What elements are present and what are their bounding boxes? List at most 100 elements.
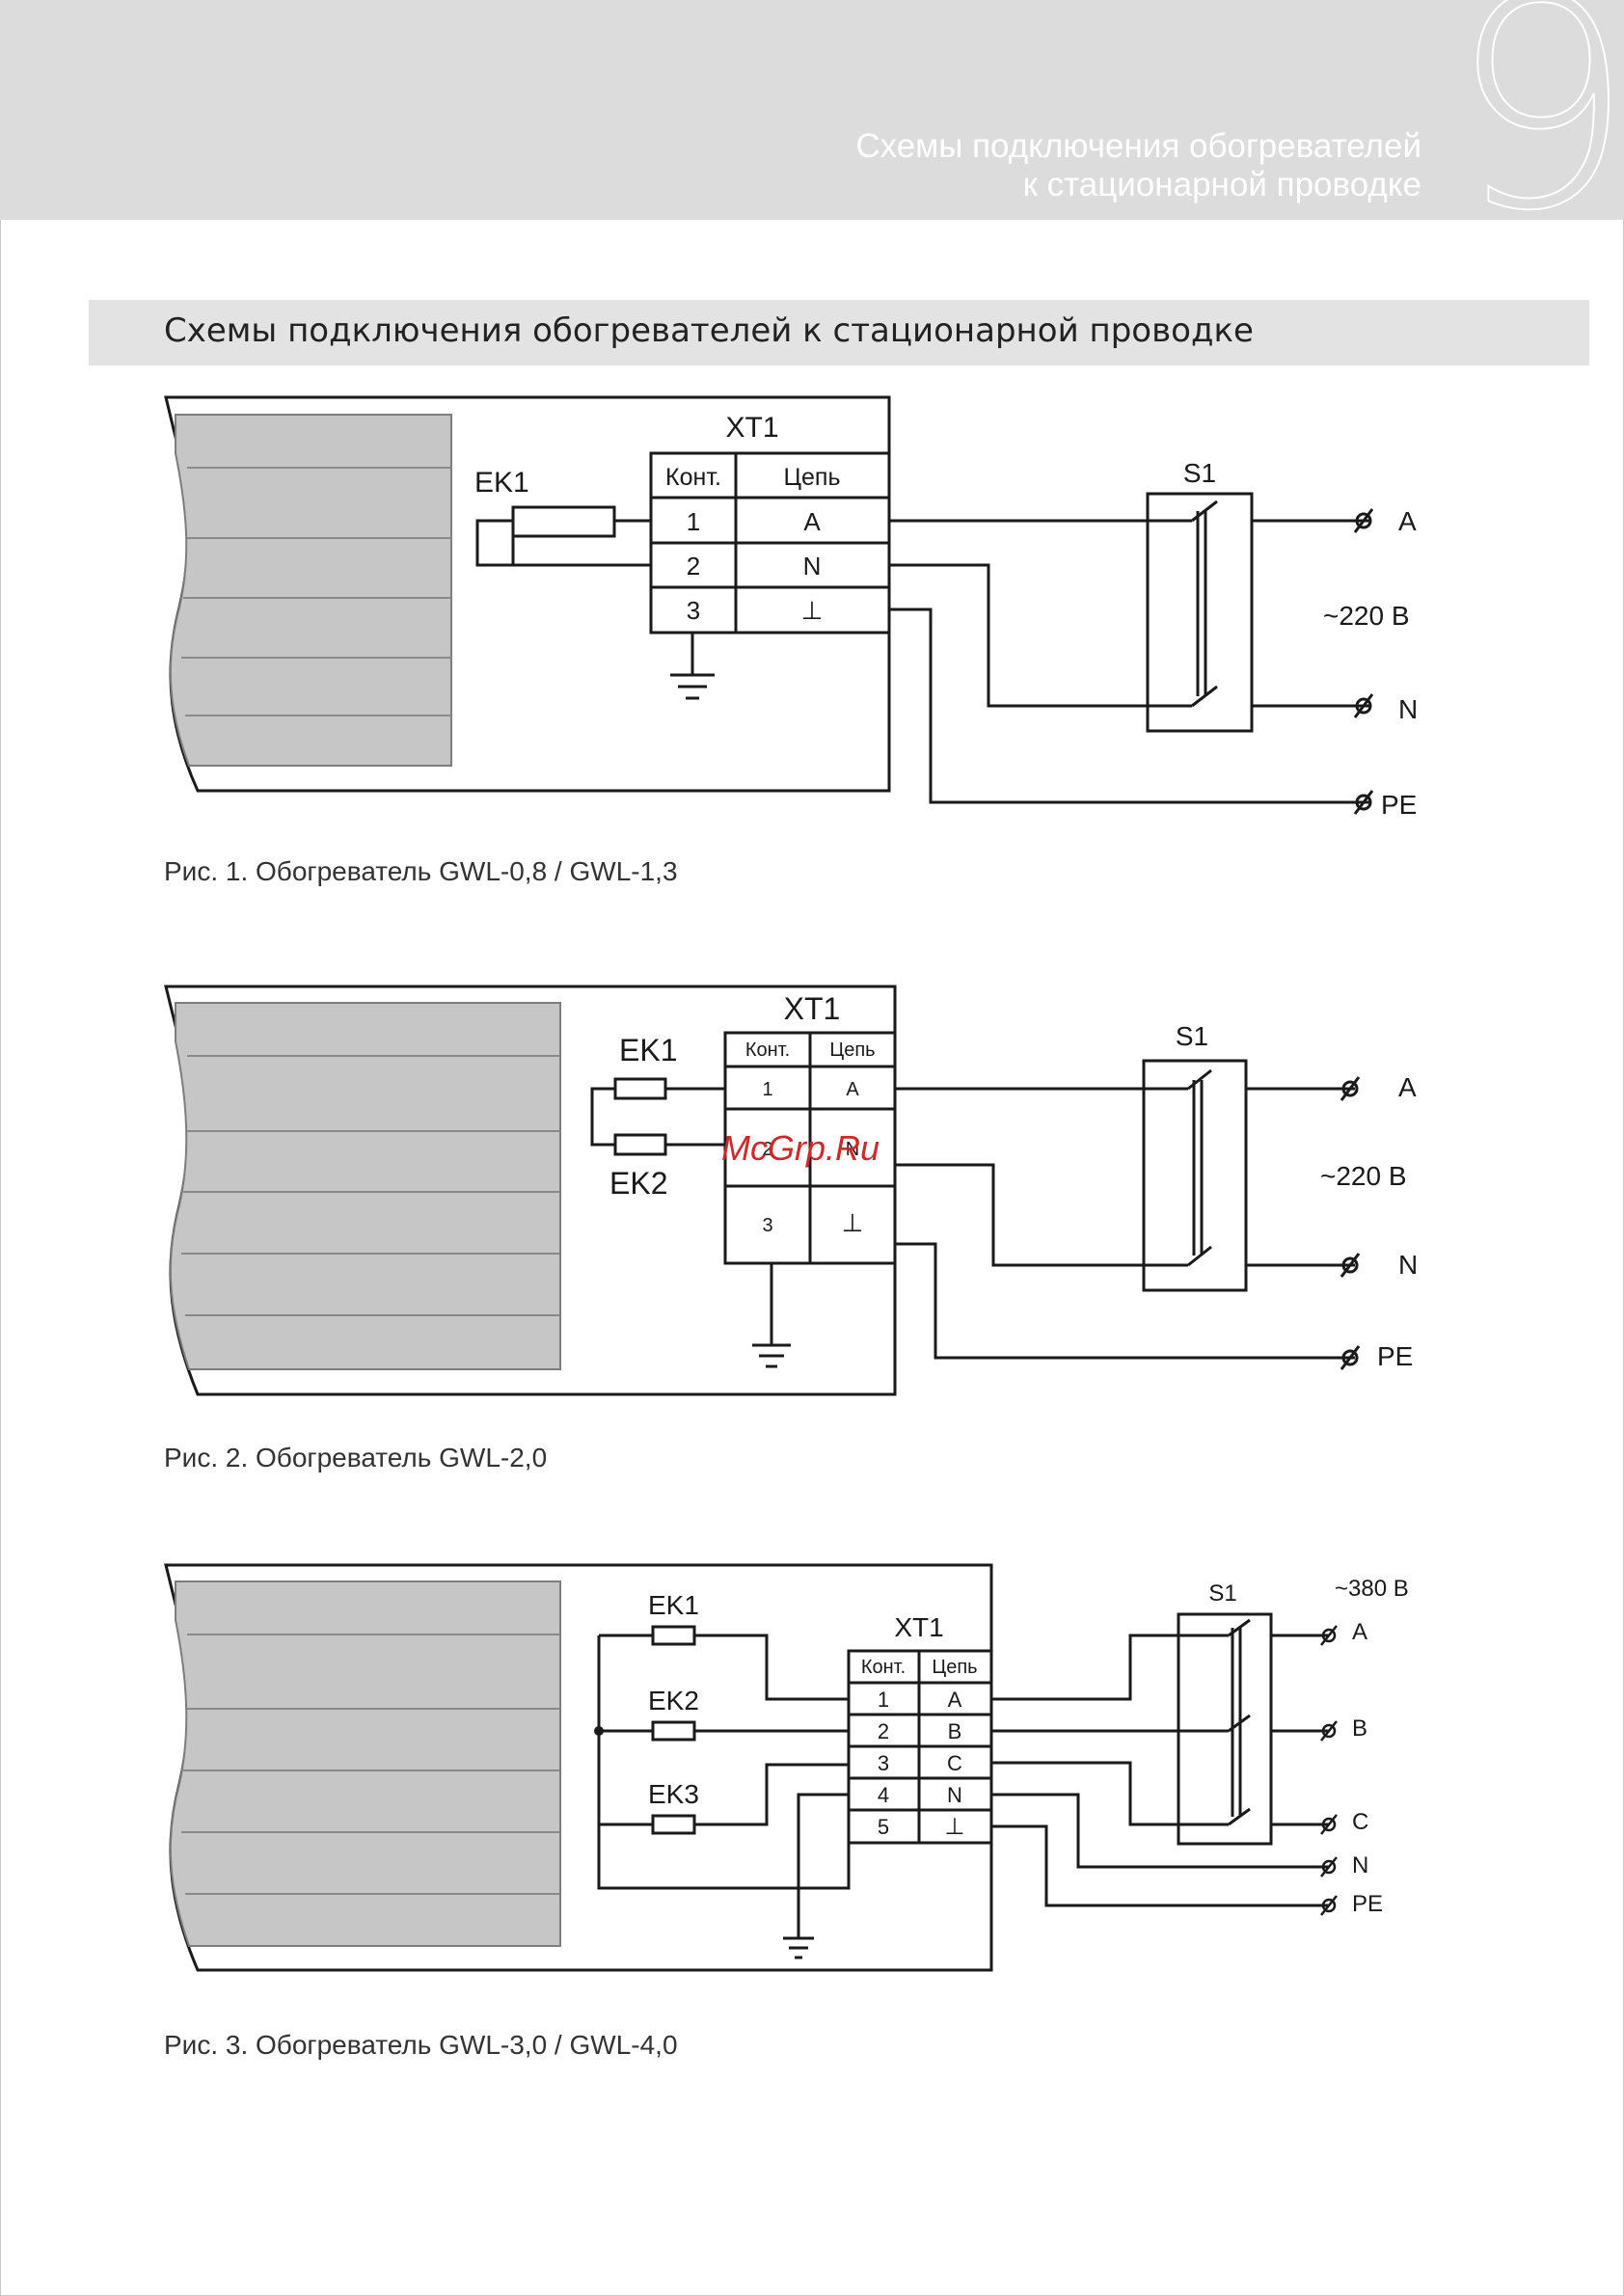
heater-panel — [169, 1002, 561, 1370]
heater-label: EK3 — [648, 1779, 699, 1809]
block-label: XT1 — [725, 412, 778, 444]
table-header: Конт. — [861, 1657, 906, 1678]
table-cell: 1 — [878, 1688, 889, 1712]
terminal-symbol — [1341, 1080, 1359, 1097]
table-cell: 5 — [878, 1815, 889, 1839]
watermark: McGrp.Ru — [721, 1128, 880, 1168]
figure-2-caption: Рис. 2. Обогреватель GWL-2,0 — [164, 1443, 548, 1472]
terminal-symbol — [1355, 794, 1372, 811]
heater-label: EK1 — [474, 467, 529, 499]
section-bar: Схемы подключения обогревателей к стацио… — [89, 300, 1589, 365]
resistor-ek1 — [613, 1077, 667, 1100]
voltage-label: ~380 В — [1335, 1576, 1409, 1602]
wire — [694, 1634, 849, 1701]
resistor-ek3 — [651, 1814, 696, 1835]
header-title-line1: Схемы подключения обогревателей — [855, 127, 1421, 165]
table-cell: N — [947, 1783, 962, 1807]
wire — [991, 1634, 1229, 1701]
table-cell: 2 — [687, 552, 700, 581]
terminal-label: PE — [1377, 1341, 1413, 1371]
block-label: XT1 — [894, 1612, 943, 1642]
heater-panel — [169, 414, 452, 767]
terminal-label: PE — [1381, 790, 1417, 820]
table-cell: A — [846, 1079, 859, 1100]
terminal-label: N — [1398, 1250, 1418, 1280]
table-cell: 3 — [878, 1751, 889, 1775]
table-header: Цепь — [829, 1040, 875, 1061]
table-cell: 3 — [762, 1215, 772, 1236]
switch-box — [1142, 1059, 1248, 1292]
terminal-symbol — [1321, 1723, 1337, 1739]
table-cell: 4 — [878, 1783, 889, 1807]
wire — [597, 1635, 851, 1890]
wire — [889, 563, 1192, 708]
table-cell: N — [846, 1139, 859, 1160]
figure-1-caption: Рис. 1. Обогреватель GWL-0,8 / GWL-1,3 — [164, 856, 678, 886]
table-cell: 1 — [687, 507, 700, 536]
terminal-symbol — [1321, 1898, 1337, 1913]
voltage-label: ~220 В — [1320, 1161, 1407, 1191]
resistor-ek2 — [613, 1133, 667, 1156]
wire — [590, 1087, 615, 1147]
terminal-label: C — [1352, 1809, 1368, 1835]
wire — [991, 1793, 1329, 1869]
figure-3-caption: Рис. 3. Обогреватель GWL-3,0 / GWL-4,0 — [164, 2030, 678, 2060]
switch-link — [1196, 511, 1207, 696]
switch-link — [1231, 1628, 1242, 1817]
table-cell: ⊥ — [945, 1814, 965, 1840]
terminal-symbol — [1341, 1349, 1359, 1366]
switch-contact — [1187, 1068, 1212, 1091]
table-cell: C — [947, 1751, 962, 1775]
terminal-label: B — [1352, 1715, 1367, 1742]
table-cell: 1 — [762, 1079, 772, 1100]
table-cell: B — [948, 1719, 962, 1743]
terminal-label: A — [1352, 1619, 1367, 1645]
switch-contact — [1187, 1245, 1212, 1267]
terminal-symbol — [1355, 697, 1372, 715]
table-cell: ⊥ — [801, 596, 824, 625]
table-cell: ⊥ — [842, 1208, 864, 1237]
terminal-label: PE — [1352, 1891, 1383, 1917]
block-label: XT1 — [784, 991, 841, 1026]
switch-link — [1192, 1080, 1204, 1256]
switch-box — [1177, 1612, 1273, 1846]
header-title: Схемы подключения обогревателей к стацио… — [855, 127, 1421, 204]
terminal-symbol — [1321, 1628, 1337, 1643]
header-band: 9 Схемы подключения обогревателей к стац… — [0, 0, 1624, 220]
voltage-label: ~220 В — [1323, 601, 1410, 631]
terminal-symbol — [1355, 512, 1372, 529]
resistor-ek2 — [651, 1720, 696, 1742]
table-cell: 2 — [762, 1139, 772, 1160]
terminal-label: N — [1398, 694, 1418, 724]
table-header: Цепь — [932, 1657, 977, 1678]
terminal-label: A — [1398, 506, 1417, 536]
table-cell: A — [803, 507, 821, 536]
switch-box — [1146, 492, 1254, 733]
wire — [694, 1763, 849, 1826]
wire — [895, 1242, 1355, 1360]
terminal-label: N — [1352, 1852, 1368, 1878]
terminal-symbol — [1321, 1859, 1337, 1875]
heater-panel — [169, 1580, 561, 1947]
heater-label: EK1 — [619, 1033, 677, 1067]
wire — [475, 519, 513, 567]
table-header: Цепь — [784, 464, 841, 491]
table-header: Конт. — [665, 464, 721, 491]
switch-label: S1 — [1183, 458, 1216, 488]
wire — [895, 1163, 1188, 1267]
table-cell: 2 — [878, 1719, 889, 1743]
table-cell: N — [803, 552, 822, 581]
wire — [797, 1793, 849, 1907]
wire — [889, 608, 1369, 804]
heater-label: EK2 — [648, 1686, 699, 1715]
header-title-line2: к стационарной проводке — [1022, 166, 1421, 203]
heater-label: EK2 — [609, 1166, 667, 1201]
resistor-ek1 — [651, 1625, 696, 1646]
terminal-label: A — [1398, 1072, 1417, 1102]
heater-label: EK1 — [648, 1590, 699, 1620]
section-title: Схемы подключения обогревателей к стацио… — [164, 311, 1254, 350]
switch-label: S1 — [1208, 1580, 1236, 1607]
